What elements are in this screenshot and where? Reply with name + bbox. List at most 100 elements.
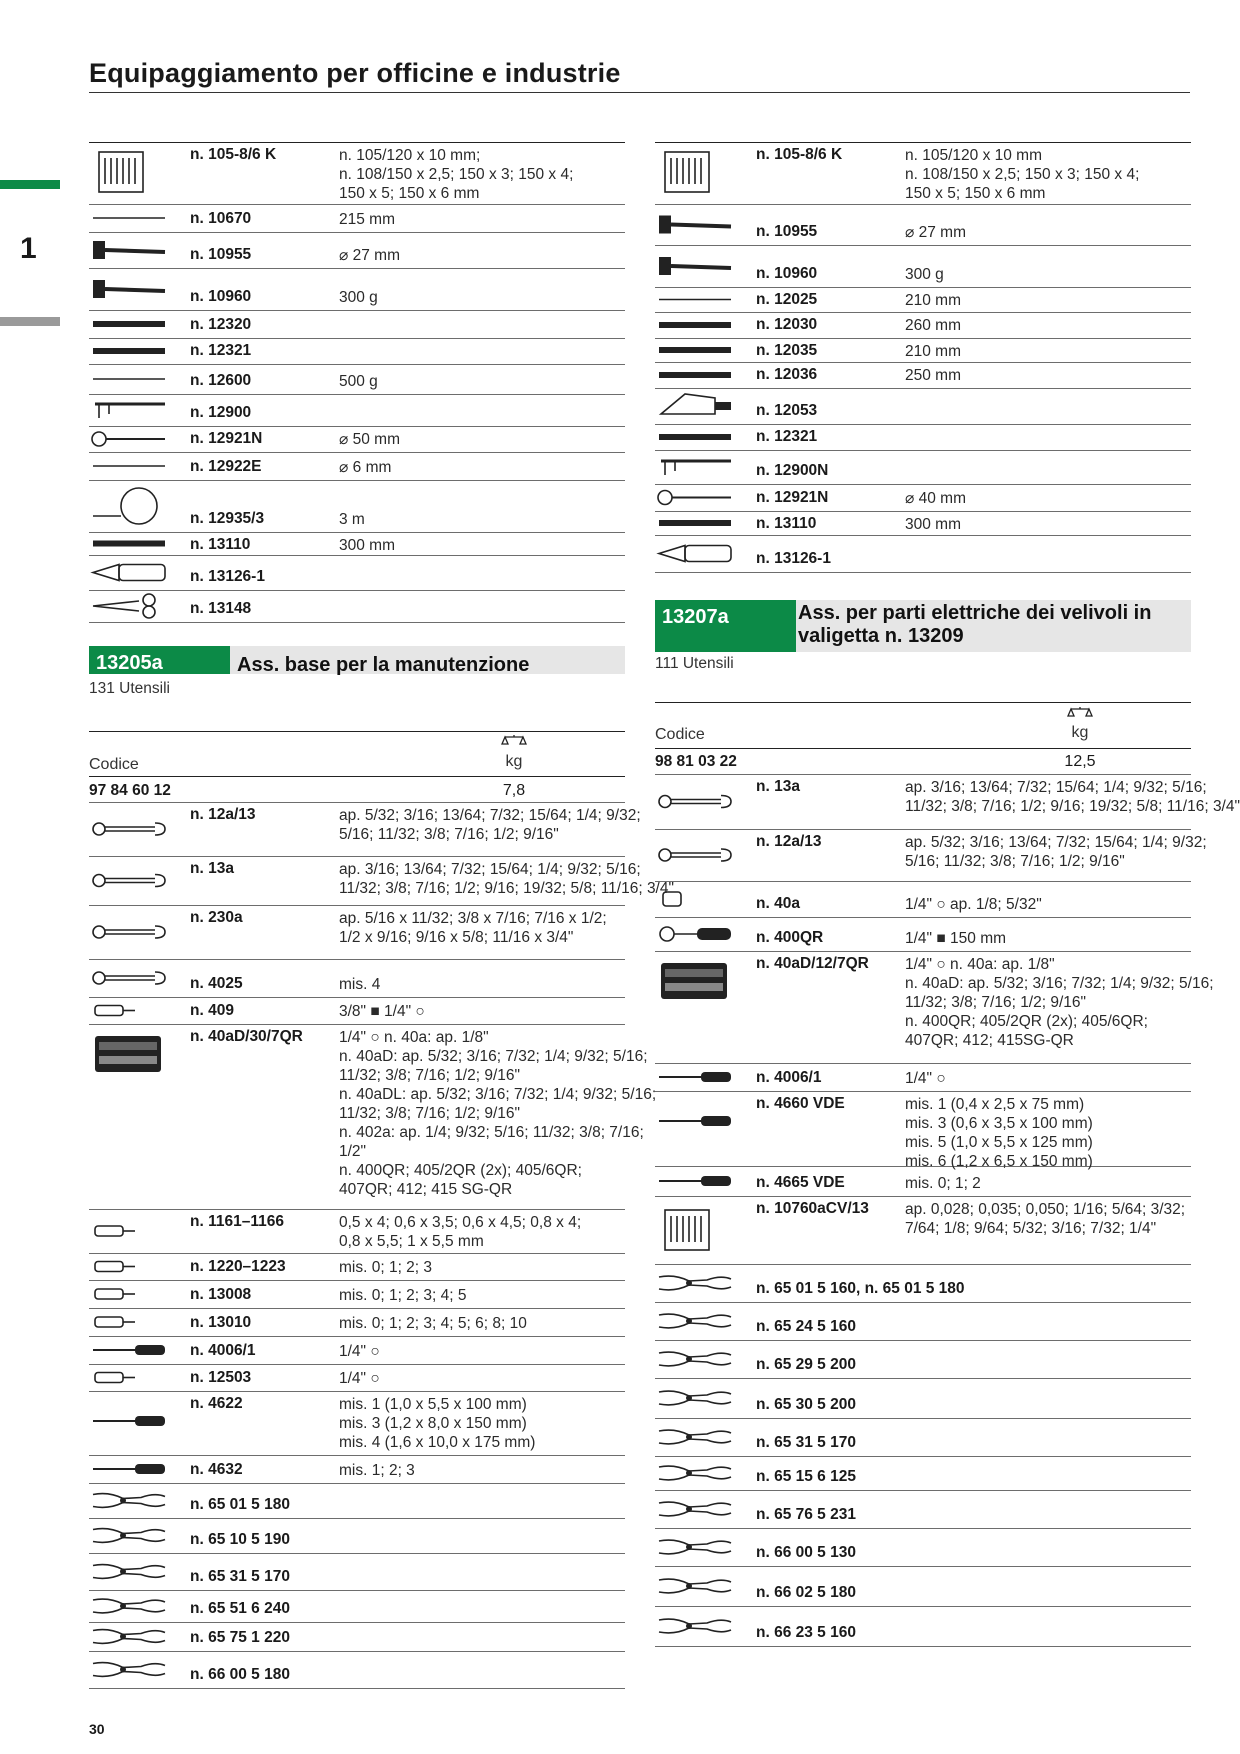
row-divider <box>89 1024 625 1025</box>
item-code: n. 12030 <box>756 316 818 333</box>
kg-label: kg <box>505 753 523 770</box>
table-row: n. 66 00 5 130 <box>655 1528 1191 1566</box>
item-spec: 300 mm <box>339 537 395 554</box>
item-spec: 407QR; 412; 415 SG-QR <box>339 1181 513 1198</box>
table-row: n. 65 29 5 200 <box>655 1340 1191 1378</box>
item-spec: 1/4" ■ 150 mm <box>905 930 1007 947</box>
row-divider <box>655 1340 1191 1341</box>
row-divider <box>655 1196 1191 1197</box>
vde-screwdriver-icon <box>655 1095 735 1147</box>
file-handle-icon <box>655 427 735 447</box>
order-row-rule <box>655 774 1191 775</box>
row-divider <box>655 388 1191 389</box>
item-code: n. 10760aCV/13 <box>756 1200 869 1217</box>
row-divider <box>89 394 625 395</box>
item-spec: n. 40aDL: ap. 5/32; 3/16; 7/32; 1/4; 9/3… <box>339 1086 657 1103</box>
row-divider <box>89 1336 625 1337</box>
table-row: n. 65 15 6 125 <box>655 1456 1191 1490</box>
row-divider <box>655 1378 1191 1379</box>
item-spec: 300 g <box>905 266 944 283</box>
item-code: n. 66 00 5 130 <box>756 1544 856 1561</box>
table-row: n. 12030 260 mm <box>655 312 1191 338</box>
item-spec: 0,8 x 5,5; 1 x 5,5 mm <box>339 1233 484 1250</box>
title-rule <box>89 92 1190 93</box>
item-spec: 11/32; 3/8; 7/16; 1/2; 9/16" <box>905 994 1087 1011</box>
item-code: n. 13008 <box>190 1286 252 1303</box>
item-code: n. 4660 VDE <box>756 1095 845 1112</box>
row-divider <box>655 1528 1191 1529</box>
item-code: n. 65 10 5 190 <box>190 1531 290 1548</box>
item-spec: 300 g <box>339 289 378 306</box>
item-spec: mis. 4 (1,6 x 10,0 x 175 mm) <box>339 1434 536 1451</box>
item-code: n. 12035 <box>756 342 818 359</box>
weight-scale-icon <box>1050 705 1110 726</box>
pipe-pliers-icon <box>655 1493 735 1525</box>
file-handle-icon <box>89 341 169 361</box>
table-row: n. 40a 1/4" ○ ap. 1/8; 5/32" <box>655 881 1191 917</box>
table-row: n. 10955⌀ 27 mm <box>655 204 1191 245</box>
row-divider <box>89 622 625 623</box>
table-row: n. 12053 <box>655 388 1191 424</box>
tape-measure-icon <box>89 483 169 529</box>
table-row: n. 13126-1 <box>655 535 1191 572</box>
set-number: 13205a <box>89 646 230 674</box>
table-row: n. 40aD/30/7QR 1/4" ○ n. 40a: ap. 1/8" n. … <box>89 1024 656 1209</box>
long-nose-pliers-icon <box>655 1381 735 1415</box>
row-divider <box>655 312 1191 313</box>
chapter-number: 1 <box>20 232 37 265</box>
row-divider <box>89 204 625 205</box>
item-code: n. 12025 <box>756 291 818 308</box>
item-spec: 1/4" ○ n. 40a: ap. 1/8" <box>339 1029 489 1046</box>
table-row: n. 65 51 6 240 <box>89 1590 625 1622</box>
item-code: n. 1161–1166 <box>190 1213 284 1230</box>
table-row: n. 65 31 5 170 <box>655 1418 1191 1456</box>
hex-key-set-icon <box>89 146 169 198</box>
item-code: n. 65 51 6 240 <box>190 1600 290 1617</box>
row-divider <box>655 484 1191 485</box>
item-code: n. 40a <box>756 895 800 912</box>
row-divider <box>89 856 625 857</box>
item-spec: 5/16; 11/32; 3/8; 7/16; 1/2; 9/16" <box>339 826 559 843</box>
item-spec: 215 mm <box>339 211 395 228</box>
item-spec: n. 108/150 x 2,5; 150 x 3; 150 x 4; <box>905 166 1140 183</box>
row-divider <box>655 338 1191 339</box>
item-spec: 260 mm <box>905 317 961 334</box>
item-spec: mis. 0; 1; 2 <box>905 1175 981 1192</box>
row-divider <box>89 338 625 339</box>
table-row: n. 65 75 1 220 <box>89 1622 625 1651</box>
row-divider <box>89 1518 625 1519</box>
row-divider <box>655 1606 1191 1607</box>
row-divider <box>89 1688 625 1689</box>
pry-bar-icon <box>89 367 169 391</box>
item-spec: mis. 0; 1; 2; 3 <box>339 1259 433 1276</box>
item-code: n. 65 24 5 160 <box>756 1318 856 1335</box>
row-divider <box>89 997 625 998</box>
item-spec: mis. 1; 2; 3 <box>339 1462 415 1479</box>
item-spec: 1/2 x 9/16; 9/16 x 5/8; 11/16 x 3/4" <box>339 929 574 946</box>
flat-nose-pliers-icon <box>655 1305 735 1337</box>
item-code: n. 12921N <box>756 489 829 506</box>
item-code: n. 4006/1 <box>190 1342 256 1359</box>
item-code: n. 4025 <box>190 975 243 992</box>
item-spec: 500 g <box>339 373 378 390</box>
item-code: n. 40aD/30/7QR <box>190 1028 303 1045</box>
row-divider <box>655 362 1191 363</box>
item-spec: 1/4" ○ ap. 1/8; 5/32" <box>905 896 1042 913</box>
item-spec: 1/4" ○ <box>339 1343 380 1360</box>
item-code: n. 400QR <box>756 929 824 946</box>
item-spec: n. 108/150 x 2,5; 150 x 3; 150 x 4; <box>339 166 574 183</box>
item-code: n. 12321 <box>756 428 818 445</box>
item-spec: 150 x 5; 150 x 6 mm <box>905 185 1046 202</box>
item-code: n. 66 23 5 160 <box>756 1624 856 1641</box>
item-spec: ⌀ 27 mm <box>905 224 967 241</box>
row-divider <box>655 450 1191 451</box>
